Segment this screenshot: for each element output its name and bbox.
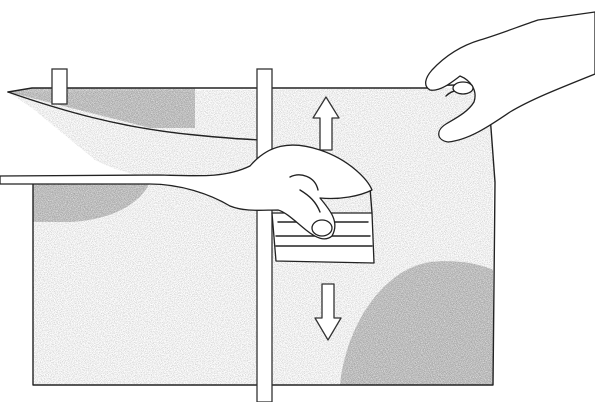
- center-guide-post: [257, 69, 272, 402]
- right-hand: [426, 12, 595, 142]
- left-guide-post: [52, 69, 67, 104]
